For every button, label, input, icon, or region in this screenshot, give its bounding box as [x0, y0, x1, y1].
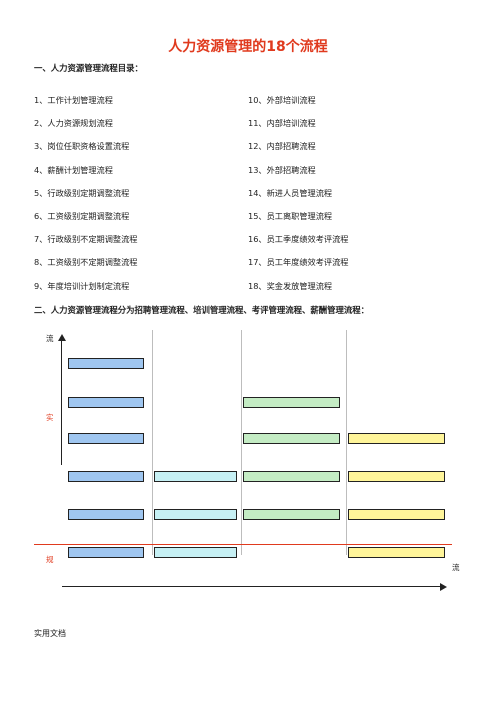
- vertical-axis-line: [61, 340, 62, 465]
- arrow-up-icon: [58, 334, 66, 341]
- process-box: [243, 397, 340, 408]
- column-divider: [241, 330, 242, 555]
- toc-item: 18、奖金发放管理流程: [248, 280, 333, 291]
- toc-item: 15、员工离职管理流程: [248, 211, 333, 221]
- toc-item: 1、工作计划管理流程: [34, 95, 113, 105]
- process-box: [154, 547, 237, 558]
- axis-label-low: 规: [46, 555, 54, 564]
- process-box: [68, 397, 144, 408]
- process-box: [68, 547, 144, 558]
- toc-item: 11、内部培训流程: [248, 118, 316, 129]
- footer-text: 实用文档: [34, 629, 66, 638]
- process-box: [243, 433, 340, 444]
- separator-line: [34, 544, 452, 545]
- toc-item: 14、新进人员管理流程: [248, 187, 333, 198]
- process-box: [348, 509, 445, 520]
- horizontal-axis-line: [62, 586, 440, 587]
- process-box: [243, 471, 340, 482]
- axis-label-top: 流: [46, 334, 54, 343]
- process-box: [348, 471, 445, 482]
- process-box: [68, 358, 144, 369]
- toc-item: 2、人力资源规划流程: [34, 118, 113, 129]
- process-box: [68, 471, 144, 482]
- process-box: [154, 471, 237, 482]
- toc-item: 8、工资级别不定期调整流程: [34, 257, 138, 268]
- toc-item: 9、年度培训计划制定流程: [34, 280, 130, 291]
- column-divider: [152, 330, 153, 555]
- process-box: [348, 547, 445, 558]
- section1-heading: 一、人力资源管理流程目录：: [34, 63, 143, 73]
- process-box: [68, 509, 144, 520]
- process-box: [154, 509, 237, 520]
- process-box: [68, 433, 144, 444]
- toc-item: 3、岗位任职资格设置流程: [34, 141, 130, 152]
- axis-label-right: 流: [452, 563, 460, 572]
- section2-heading: 二、人力资源管理流程分为招聘管理流程、培训管理流程、考评管理流程、薪酬管理流程：: [34, 305, 369, 315]
- toc-item: 10、外部培训流程: [248, 95, 316, 105]
- arrow-right-icon: [440, 583, 447, 591]
- toc-item: 5、行政级别定期调整流程: [34, 187, 130, 198]
- toc-item: 16、员工季度绩效考评流程: [248, 234, 349, 245]
- toc-item: 7、行政级别不定期调整流程: [34, 234, 138, 245]
- toc-item: 13、外部招聘流程: [248, 164, 316, 175]
- column-divider: [346, 330, 347, 555]
- process-box: [348, 433, 445, 444]
- page-title: 人力资源管理的18个流程: [168, 39, 328, 55]
- process-box: [243, 509, 340, 520]
- toc-item: 17、员工年度绩效考评流程: [248, 257, 349, 268]
- toc-item: 6、工资级别定期调整流程: [34, 211, 130, 221]
- axis-label-mid: 实: [46, 413, 54, 422]
- toc-item: 4、薪酬计划管理流程: [34, 164, 113, 175]
- toc-item: 12、内部招聘流程: [248, 141, 316, 152]
